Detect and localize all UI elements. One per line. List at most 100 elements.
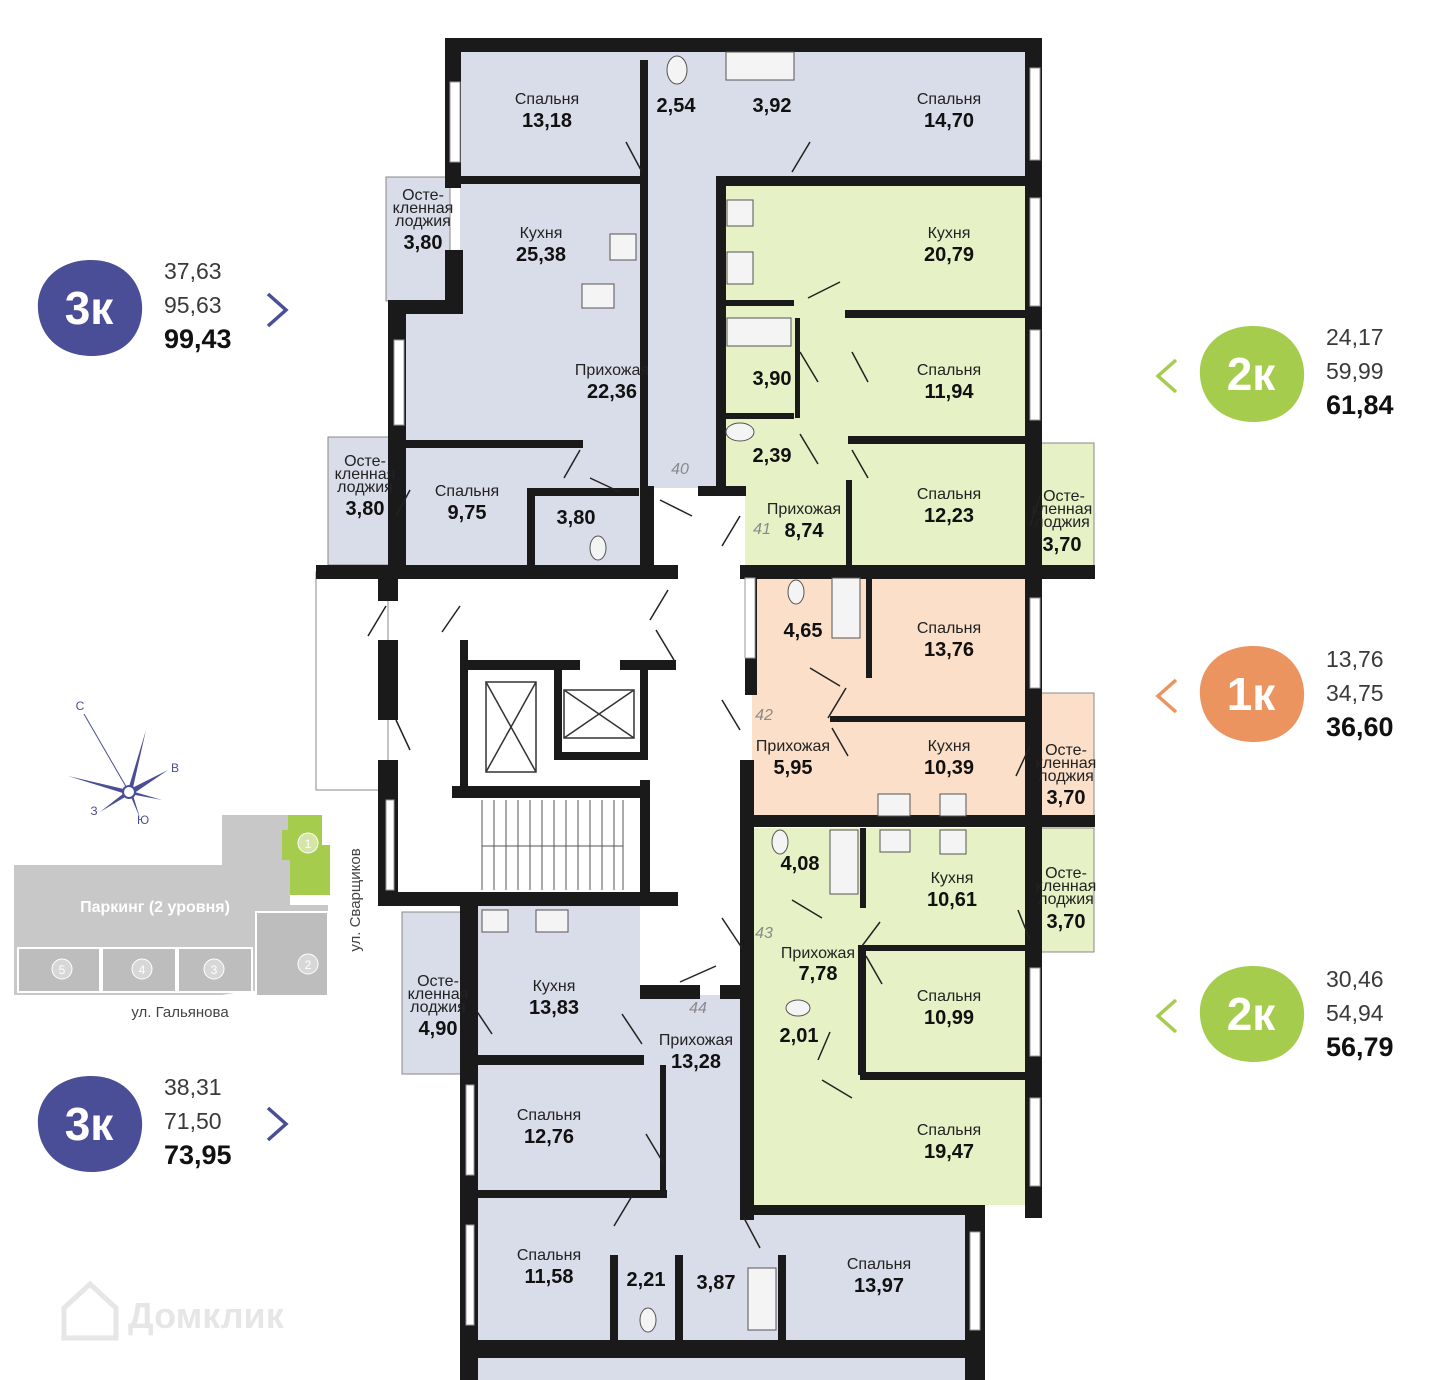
room-area: 20,79: [924, 244, 974, 266]
parking-label: Паркинг (2 уровня): [80, 899, 230, 916]
street-right: ул. Сварщиков: [347, 848, 364, 951]
badge-label: 2к: [1227, 348, 1277, 400]
badge-label: 3к: [65, 1098, 115, 1150]
living-area: 13,76: [1326, 646, 1384, 672]
room-name: Осте-: [1045, 865, 1087, 882]
room-area: 2,39: [753, 445, 792, 467]
badge-blob: [37, 1076, 143, 1172]
building-label-3: 3: [211, 963, 218, 977]
room-area: 4,65: [784, 620, 823, 642]
chevron-left-icon[interactable]: [1152, 356, 1182, 396]
room-name: кленная: [1032, 501, 1093, 518]
room-area: 4,08: [781, 853, 820, 875]
building-4: [101, 947, 177, 993]
room-name: Спальня: [515, 91, 579, 108]
room-area: 8,74: [785, 520, 825, 542]
room-area: 10,39: [924, 757, 974, 779]
room-area: 3,70: [1043, 534, 1082, 556]
room-area: 3,80: [346, 498, 385, 520]
compass-icon: С В Ю З: [68, 699, 179, 827]
room-area: 3,90: [753, 368, 792, 390]
flat-numbers: 40 41 42 43 44: [671, 461, 773, 1017]
room-name: Кухня: [928, 225, 971, 242]
chevron-right-icon[interactable]: [262, 1104, 292, 1144]
room-area: 13,18: [522, 110, 572, 132]
living-area: 30,46: [1326, 966, 1384, 992]
flat-badge-3k-top[interactable]: 3к: [36, 258, 146, 358]
balcony-stair: [315, 571, 389, 791]
room-area: 12,23: [924, 505, 974, 527]
building-label-2: 2: [305, 958, 312, 972]
flat-44-fill[interactable]: [470, 905, 970, 1340]
loggia-r17: [1039, 442, 1095, 578]
compass-east: В: [171, 761, 179, 775]
room-area: 13,83: [529, 997, 579, 1019]
living-area: 24,17: [1326, 324, 1384, 350]
room-name: кленная: [1036, 878, 1097, 895]
flat-badge-2k-bottom[interactable]: 2к: [1198, 964, 1308, 1064]
site-plan: 1 2 3 4 5 Паркинг (2 уровня) ул. Гальяно…: [14, 815, 364, 1021]
total-area: 99,43: [164, 324, 232, 354]
building-label-4: 4: [139, 963, 146, 977]
watermark: Домклик: [61, 1280, 285, 1341]
street-bottom: ул. Гальянова: [131, 1004, 229, 1021]
room-area: 13,76: [924, 639, 974, 661]
compass-north: С: [76, 699, 85, 713]
room-area: 11,94: [925, 381, 975, 403]
flat-badge-1k[interactable]: 1к: [1198, 644, 1308, 744]
windows: [385, 67, 1041, 1331]
loggia-r25: [1039, 827, 1095, 953]
building-1-highlight: [282, 815, 330, 895]
room-area: 3,92: [753, 95, 792, 117]
room-name: Осте-: [417, 973, 459, 990]
flat-badge-2k-top[interactable]: 2к: [1198, 324, 1308, 424]
door-swings: [367, 141, 1041, 1249]
flat-area: 54,94: [1326, 1000, 1384, 1026]
room-area: 2,54: [657, 95, 697, 117]
room-area: 12,76: [524, 1126, 574, 1148]
chevron-left-icon[interactable]: [1152, 676, 1182, 716]
room-name: Осте-: [1045, 742, 1087, 759]
room-name: Спальня: [917, 486, 981, 503]
building-5: [17, 947, 101, 993]
room-area: 9,75: [448, 502, 487, 524]
room-area: 3,70: [1047, 787, 1086, 809]
room-name: кленная: [393, 200, 454, 217]
flat-area: 59,99: [1326, 358, 1384, 384]
badge-blob: [37, 260, 143, 356]
room-area: 7,78: [799, 963, 838, 985]
room-area: 13,97: [854, 1275, 904, 1297]
room-name: лоджия: [1038, 768, 1094, 785]
flat-area: 34,75: [1326, 680, 1384, 706]
room-name: Спальня: [917, 362, 981, 379]
room-name: Спальня: [517, 1107, 581, 1124]
compass-west: З: [90, 804, 97, 818]
room-area: 25,38: [516, 244, 566, 266]
room-name: Спальня: [435, 483, 499, 500]
room-name: лоджия: [337, 479, 393, 496]
loggia-r27: [401, 911, 467, 1075]
total-area: 73,95: [164, 1140, 232, 1170]
room-area: 2,21: [627, 1269, 666, 1291]
flat-number: 40: [671, 461, 689, 478]
flat-43-fill[interactable]: [752, 828, 1030, 1205]
room-area: 3,70: [1047, 911, 1086, 933]
room-name: лоджия: [1038, 891, 1094, 908]
room-area: 5,95: [774, 757, 813, 779]
flat-number: 44: [689, 1000, 707, 1017]
room-area: 3,80: [557, 507, 596, 529]
room-name: кленная: [408, 986, 469, 1003]
room-name: Спальня: [517, 1247, 581, 1264]
flat-41-fill[interactable]: [724, 186, 1030, 566]
room-name: Прихожая: [756, 738, 830, 755]
room-area: 11,58: [525, 1266, 574, 1288]
chevron-left-icon[interactable]: [1152, 996, 1182, 1036]
room-name: Кухня: [928, 738, 971, 755]
flat-badge-3k-bottom[interactable]: 3к: [36, 1074, 146, 1174]
flat-42-fill[interactable]: [752, 578, 1030, 815]
room-name: лоджия: [410, 999, 466, 1016]
staircase: [481, 800, 624, 890]
chevron-right-icon[interactable]: [262, 290, 292, 330]
building-label-1: 1: [305, 837, 312, 851]
badge-label: 3к: [65, 282, 115, 334]
